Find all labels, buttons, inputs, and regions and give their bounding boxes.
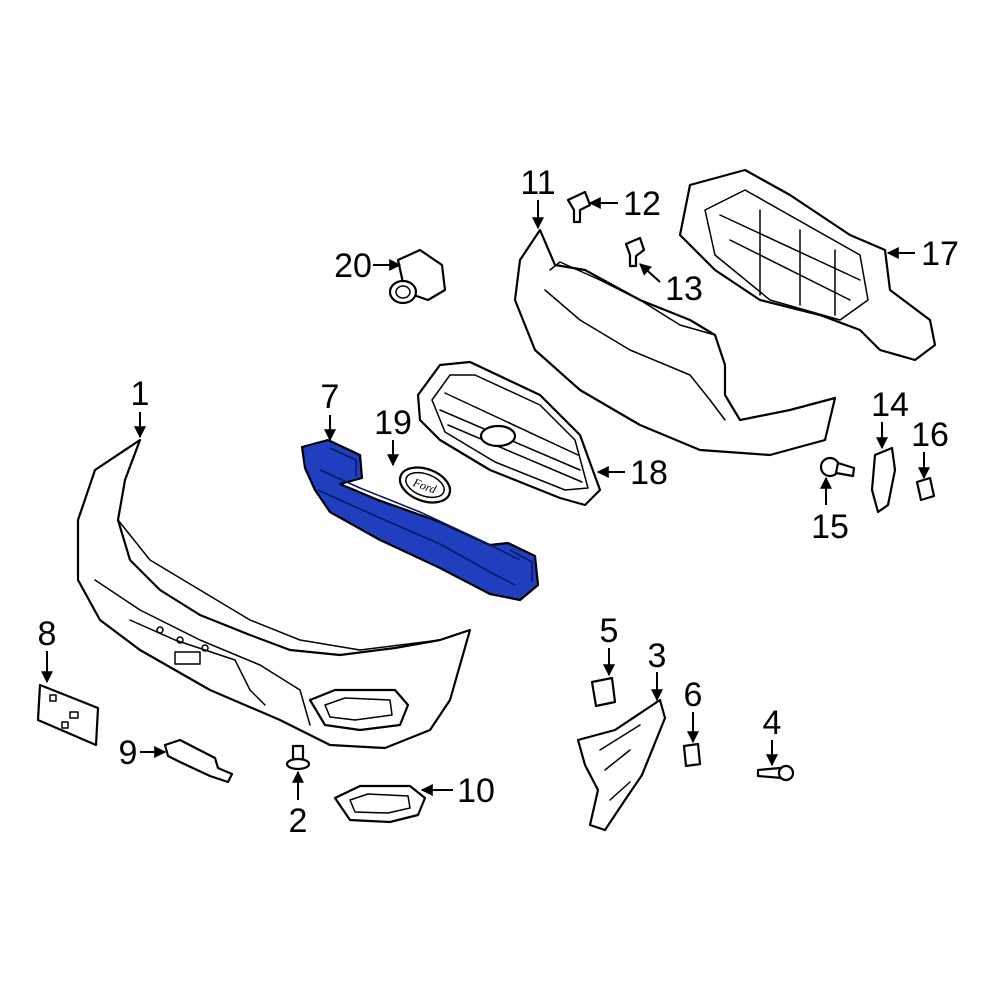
part-16-clip[interactable]: [915, 476, 936, 502]
part-3-bracket[interactable]: [576, 698, 667, 832]
callout-12[interactable]: 12: [623, 185, 661, 223]
callout-15[interactable]: 15: [811, 508, 849, 546]
part-9-bracket[interactable]: [163, 738, 234, 784]
leader-lines: [41, 197, 930, 800]
part-13-push-pin[interactable]: [624, 236, 646, 268]
part-19-emblem[interactable]: Ford: [395, 461, 455, 509]
part-5-clip[interactable]: [590, 676, 617, 708]
callout-17[interactable]: 17: [921, 235, 959, 273]
part-14-bracket[interactable]: [870, 446, 897, 514]
part-2-push-pin[interactable]: [285, 744, 311, 771]
callout-20[interactable]: 20: [334, 247, 372, 285]
callout-18[interactable]: 18: [630, 454, 668, 492]
callout-11[interactable]: 11: [520, 164, 555, 202]
callout-14[interactable]: 14: [871, 386, 909, 424]
callout-4[interactable]: 4: [763, 704, 782, 742]
callout-9[interactable]: 9: [119, 734, 138, 772]
part-15-screw[interactable]: [819, 456, 856, 478]
part-18-grille[interactable]: [416, 360, 602, 507]
callout-labels: 1 2 3 4 5 6 7 8 9 10 11 12 13 14 15 16 1…: [38, 164, 959, 840]
callout-19[interactable]: 19: [374, 404, 412, 442]
callout-5[interactable]: 5: [600, 612, 619, 650]
part-12-push-pin[interactable]: [566, 190, 592, 224]
part-20-sensor[interactable]: [388, 248, 447, 305]
part-1-bumper-cover[interactable]: [76, 438, 472, 750]
part-4-screw[interactable]: [756, 764, 795, 782]
part-8-license-bracket[interactable]: [36, 683, 100, 747]
callout-10[interactable]: 10: [457, 772, 495, 810]
callout-1[interactable]: 1: [131, 375, 150, 413]
part-17-grille-frame[interactable]: [678, 168, 937, 362]
callout-6[interactable]: 6: [684, 676, 703, 714]
callout-8[interactable]: 8: [38, 615, 57, 653]
callout-13[interactable]: 13: [665, 270, 703, 308]
callout-7[interactable]: 7: [321, 378, 340, 416]
part-7-impact-bar[interactable]: [300, 438, 540, 602]
callout-2[interactable]: 2: [289, 802, 308, 840]
part-10-fog-bezel[interactable]: [333, 784, 427, 824]
callout-16[interactable]: 16: [911, 416, 949, 454]
part-6-nut[interactable]: [682, 742, 702, 768]
callout-3[interactable]: 3: [648, 637, 667, 675]
part-11-grille-surround[interactable]: [513, 228, 837, 457]
